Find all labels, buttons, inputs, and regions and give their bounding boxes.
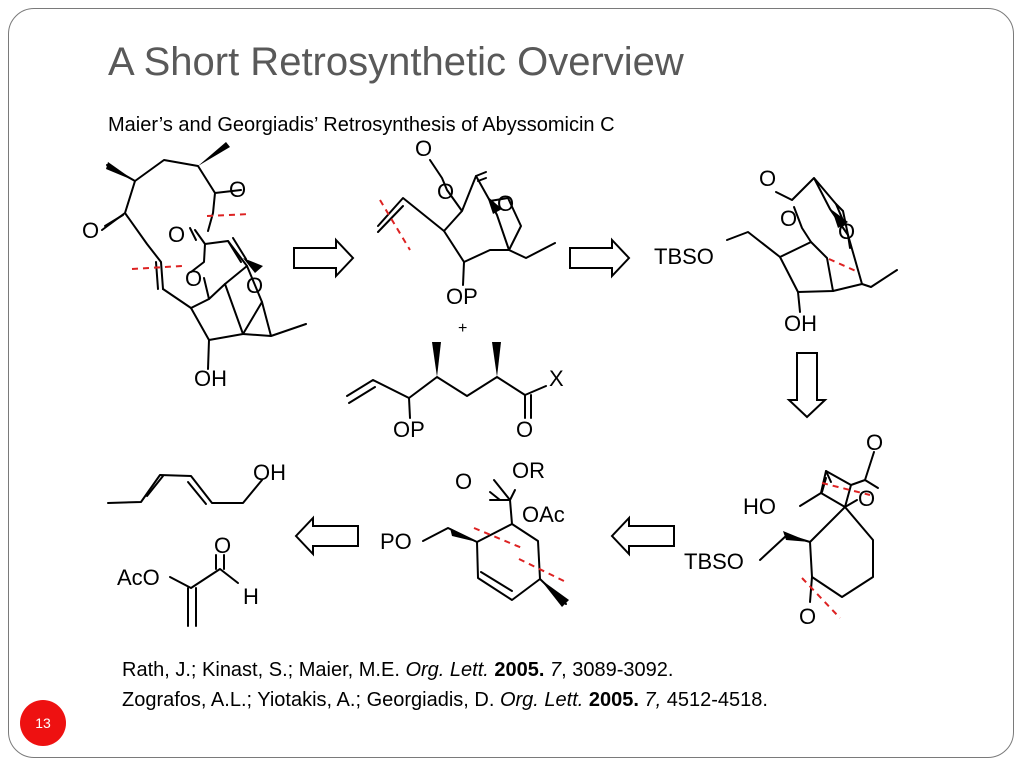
slide-subtitle: Maier’s and Georgiadis’ Retrosynthesis o… bbox=[108, 114, 615, 136]
mol1-ketone-o: O bbox=[229, 177, 246, 202]
slide-title: A Short Retrosynthetic Overview bbox=[108, 40, 684, 84]
mol8-aco: AcO bbox=[117, 565, 160, 590]
mol1-enone-o: O bbox=[82, 218, 99, 243]
ref1-year: 2005. bbox=[494, 659, 545, 681]
slide-frame bbox=[8, 8, 1014, 758]
mol4-carbonyl-o: O bbox=[759, 166, 776, 191]
mol6-carbonyl-o: O bbox=[455, 469, 472, 494]
acetoxy-acrolein-structure bbox=[169, 554, 239, 627]
mol5-ring-o: O bbox=[858, 486, 875, 511]
mol2-op: OP bbox=[446, 284, 478, 309]
tbso-bicycle-structure bbox=[726, 177, 898, 313]
reference-2: Zografos, A.L.; Yiotakis, A.; Georgiadis… bbox=[122, 685, 768, 715]
mol4-lactone-o: O bbox=[780, 206, 797, 231]
ref1-volume: 7 bbox=[550, 659, 562, 681]
mol8-carbonyl-o: O bbox=[214, 533, 231, 558]
dienol-structure bbox=[107, 474, 263, 505]
mol5-ketone-o: O bbox=[799, 604, 816, 629]
page-number-badge: 13 bbox=[20, 700, 66, 746]
ref2-pages: 4512-4518. bbox=[661, 689, 768, 711]
mol5-carbonyl-o: O bbox=[866, 430, 883, 455]
mol4-tbso: TBSO bbox=[654, 244, 714, 269]
ref2-authors: Zografos, A.L.; Yiotakis, A.; Georgiadis… bbox=[122, 689, 500, 711]
mol6-or: OR bbox=[512, 458, 545, 483]
mol1-lactone-o: O bbox=[168, 222, 185, 247]
mol4-oh: OH bbox=[784, 311, 817, 336]
mol6-po: PO bbox=[380, 529, 412, 554]
retro-arrow-4 bbox=[610, 515, 675, 557]
retro-arrow-2 bbox=[569, 237, 631, 279]
mol2-bridge-o: O bbox=[497, 191, 514, 216]
ref1-journal: Org. Lett. bbox=[405, 659, 489, 681]
mol5-tbso: TBSO bbox=[684, 549, 744, 574]
mol6-oac: OAc bbox=[522, 502, 565, 527]
mol2-carbonyl-o: O bbox=[415, 136, 432, 161]
retro-arrow-5 bbox=[294, 515, 359, 557]
mol8-h: H bbox=[243, 584, 259, 609]
acyclic-fragment-structure bbox=[346, 342, 547, 419]
spiro-tetronate-structure bbox=[759, 451, 879, 619]
mol5-ho: HO bbox=[743, 494, 776, 519]
mol1-oh: OH bbox=[194, 366, 227, 391]
plus-sign: + bbox=[458, 320, 467, 337]
ref1-authors: Rath, J.; Kinast, S.; Maier, M.E. bbox=[122, 659, 406, 681]
abyssomicin-c-structure bbox=[101, 142, 307, 370]
ref2-journal: Org. Lett. bbox=[499, 689, 584, 711]
mol4-bridge-o: O bbox=[838, 219, 855, 244]
mol7-oh: OH bbox=[253, 460, 286, 485]
reference-1: Rath, J.; Kinast, S.; Maier, M.E. Org. L… bbox=[122, 655, 768, 685]
mol3-carbonyl-o: O bbox=[516, 417, 533, 442]
mol2-lactone-o: O bbox=[437, 179, 454, 204]
mol1-ring-o: O bbox=[185, 266, 202, 291]
mol3-x: X bbox=[549, 366, 564, 391]
ref2-volume: 7, bbox=[644, 689, 662, 711]
ref2-year: 2005. bbox=[588, 689, 639, 711]
retro-arrow-3 bbox=[786, 352, 828, 419]
mol1-bridge-o: O bbox=[246, 273, 263, 298]
references: Rath, J.; Kinast, S.; Maier, M.E. Org. L… bbox=[122, 655, 768, 715]
ref1-pages: , 3089-3092. bbox=[561, 659, 674, 681]
vinyl-bicycle-op-structure bbox=[377, 159, 556, 286]
mol3-op: OP bbox=[393, 417, 425, 442]
cyclohexene-structure bbox=[422, 479, 569, 607]
retro-arrow-1 bbox=[293, 237, 355, 279]
